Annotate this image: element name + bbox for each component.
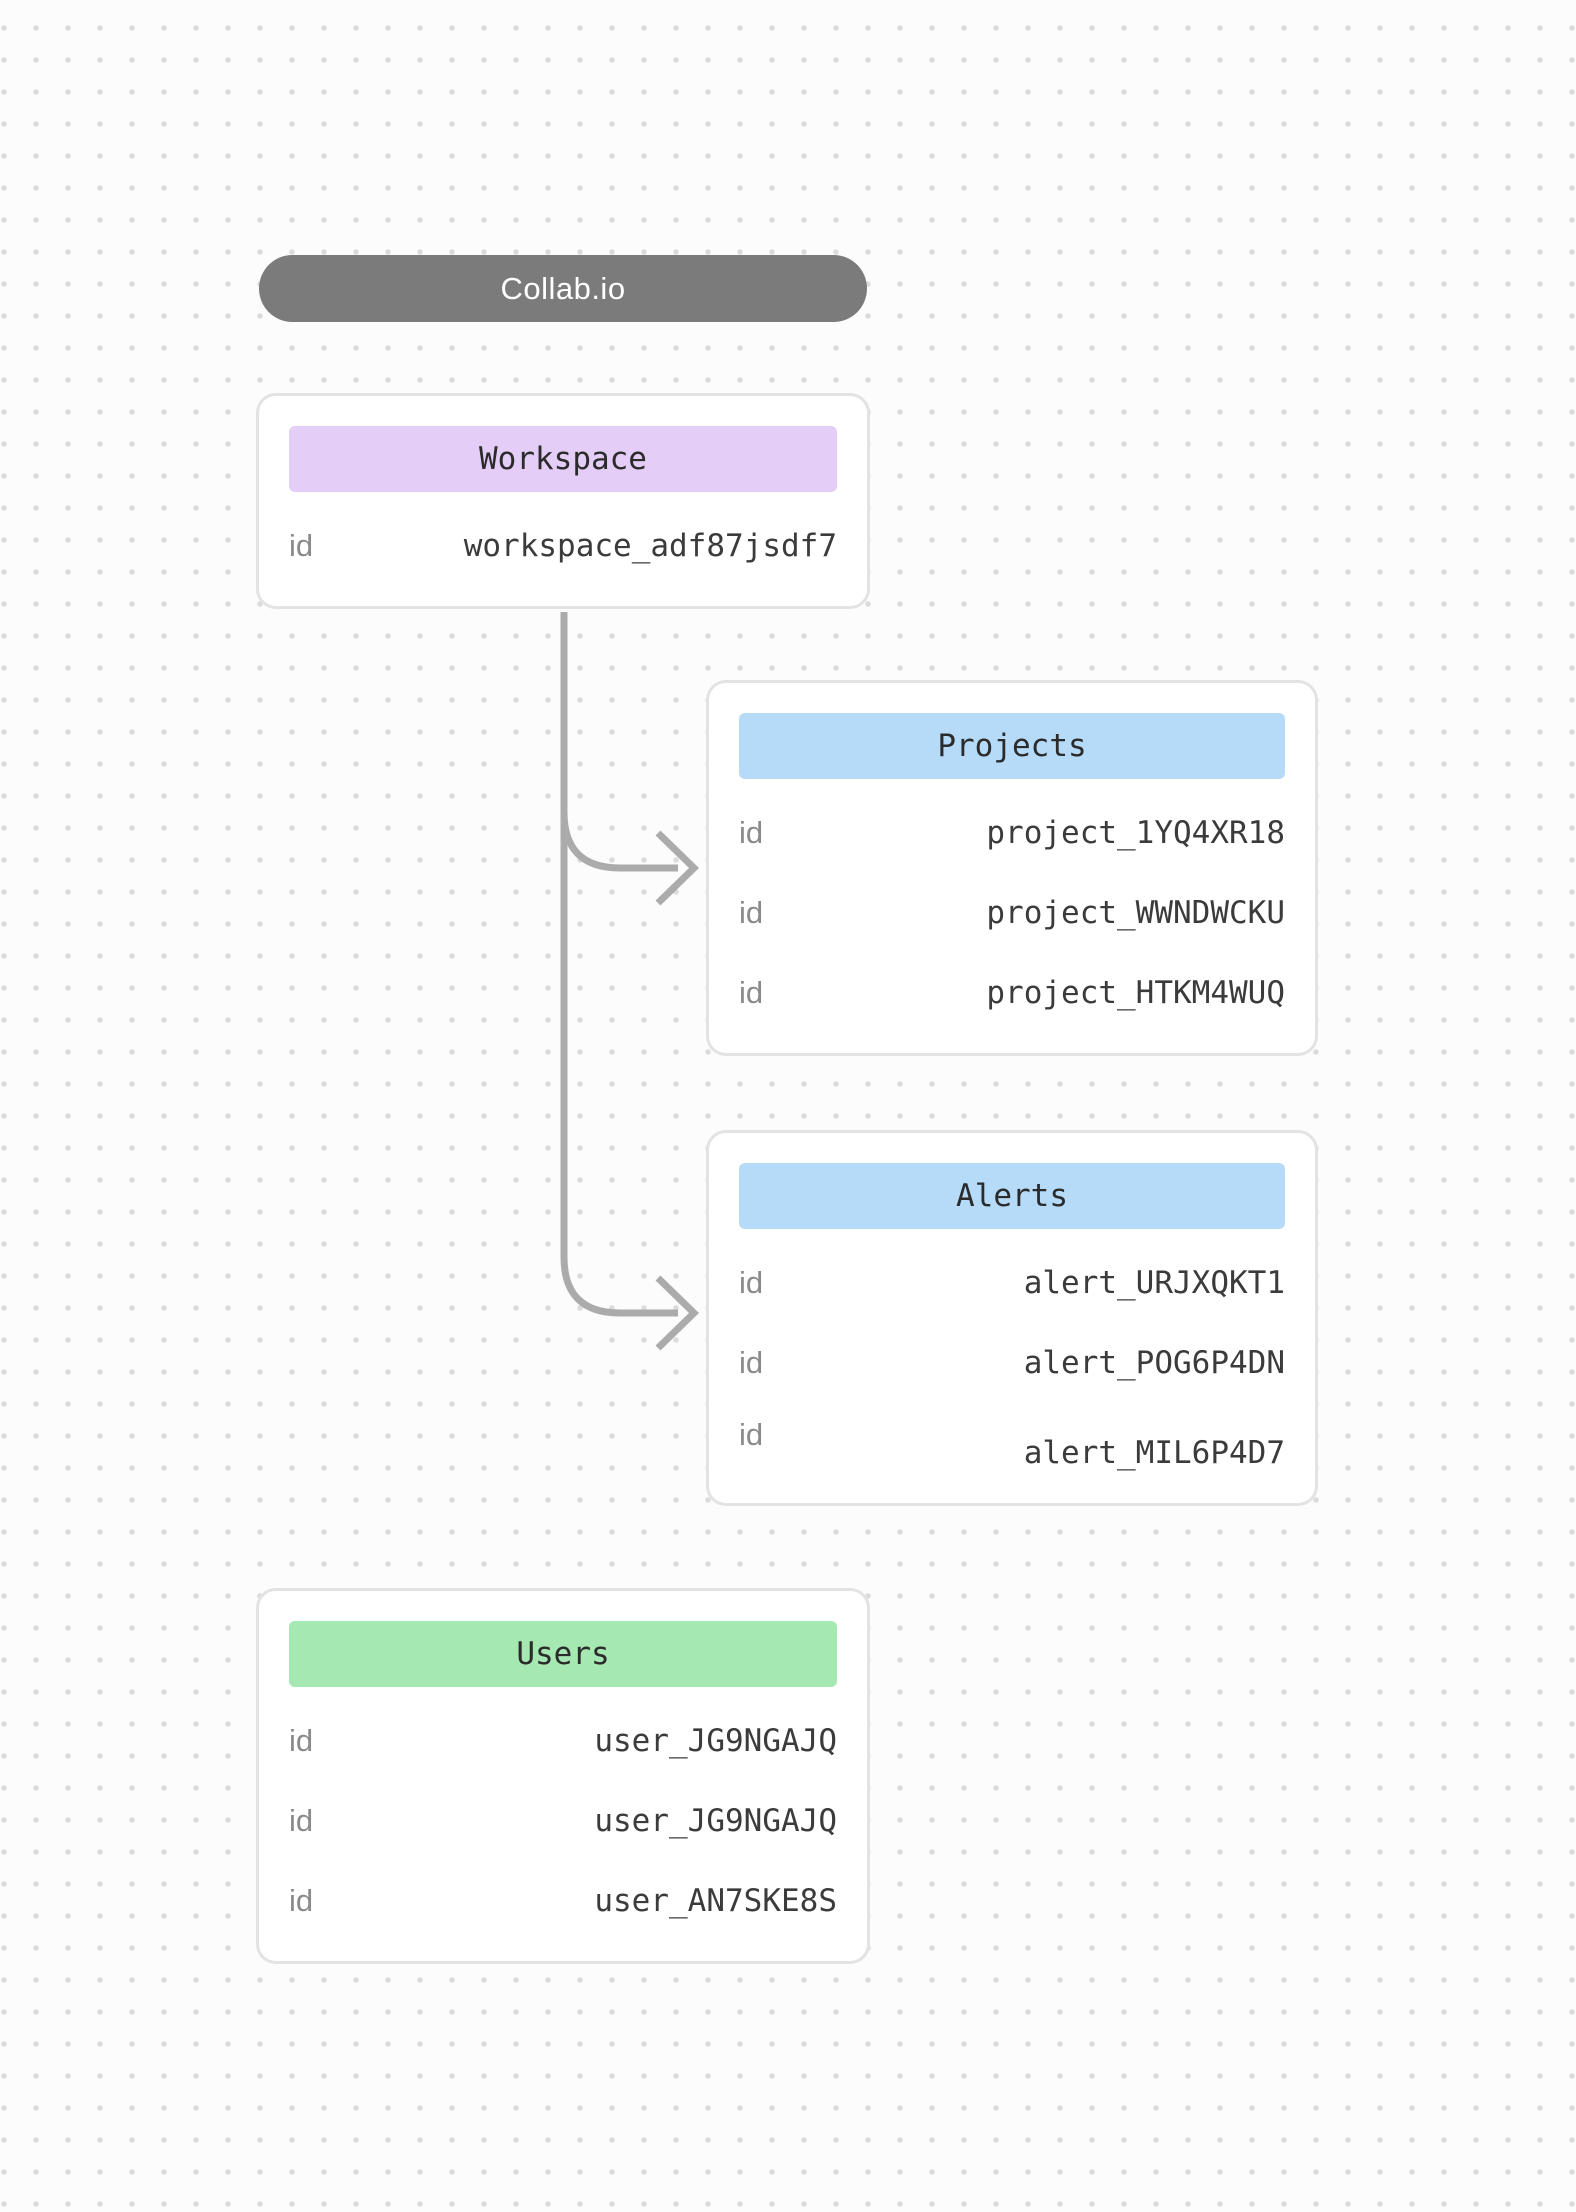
edge-workspace-alerts	[560, 612, 678, 1317]
field-value: workspace_adf87jsdf7	[463, 528, 837, 564]
field-value: alert_POG6P4DN	[1023, 1345, 1285, 1381]
field-label: id	[739, 895, 764, 930]
field-row: id project_WWNDWCKU	[739, 873, 1285, 953]
entity-card-workspace[interactable]: Workspace id workspace_adf87jsdf7	[256, 393, 870, 609]
field-value: alert_MIL6P4D7	[1023, 1435, 1285, 1471]
entity-card-users[interactable]: Users id user_JG9NGAJQ id user_JG9NGAJQ …	[256, 1588, 870, 1964]
field-label: id	[739, 1265, 764, 1300]
entity-title: Users	[516, 1636, 610, 1672]
entity-header-alerts: Alerts	[739, 1163, 1285, 1229]
field-value: alert_URJXQKT1	[1023, 1265, 1285, 1301]
app-title: Collab.io	[500, 270, 626, 306]
field-value: project_WWNDWCKU	[986, 895, 1285, 931]
field-label: id	[739, 1345, 764, 1380]
entity-title: Alerts	[956, 1178, 1068, 1214]
field-row: id project_1YQ4XR18	[739, 793, 1285, 873]
connector-workspace-alerts	[560, 612, 700, 1351]
entity-header-workspace: Workspace	[289, 426, 837, 492]
field-value: project_HTKM4WUQ	[986, 975, 1285, 1011]
field-row: id workspace_adf87jsdf7	[289, 506, 837, 586]
entity-title: Workspace	[479, 441, 647, 477]
field-rows: id project_1YQ4XR18 id project_WWNDWCKU …	[739, 793, 1285, 1033]
entity-card-projects[interactable]: Projects id project_1YQ4XR18 id project_…	[706, 680, 1318, 1056]
field-value: project_1YQ4XR18	[986, 815, 1285, 851]
field-row: id alert_POG6P4DN	[739, 1323, 1285, 1403]
field-label: id	[289, 528, 314, 563]
field-row: id user_JG9NGAJQ	[289, 1781, 837, 1861]
field-rows: id workspace_adf87jsdf7	[289, 506, 837, 586]
entity-title: Projects	[937, 728, 1087, 764]
field-label: id	[289, 1803, 314, 1838]
entity-header-projects: Projects	[739, 713, 1285, 779]
field-value: user_JG9NGAJQ	[594, 1803, 837, 1839]
field-label: id	[739, 975, 764, 1010]
field-row: id alert_URJXQKT1	[739, 1243, 1285, 1323]
field-row: id user_JG9NGAJQ	[289, 1701, 837, 1781]
field-label: id	[739, 1417, 764, 1452]
field-label: id	[289, 1723, 314, 1758]
field-row: id project_HTKM4WUQ	[739, 953, 1285, 1033]
field-row: id user_AN7SKE8S	[289, 1861, 837, 1941]
arrowhead-icon	[655, 1275, 700, 1351]
arrowhead-icon	[655, 830, 700, 906]
field-rows: id user_JG9NGAJQ id user_JG9NGAJQ id use…	[289, 1701, 837, 1941]
field-value: user_JG9NGAJQ	[594, 1723, 837, 1759]
field-row: id alert_MIL6P4D7	[739, 1403, 1285, 1483]
field-label: id	[739, 815, 764, 850]
edge-workspace-projects	[560, 612, 678, 872]
app-title-pill[interactable]: Collab.io	[259, 255, 867, 322]
entity-card-alerts[interactable]: Alerts id alert_URJXQKT1 id alert_POG6P4…	[706, 1130, 1318, 1506]
connector-workspace-projects	[560, 612, 700, 906]
entity-header-users: Users	[289, 1621, 837, 1687]
field-label: id	[289, 1883, 314, 1918]
field-rows: id alert_URJXQKT1 id alert_POG6P4DN id a…	[739, 1243, 1285, 1483]
field-value: user_AN7SKE8S	[594, 1883, 837, 1919]
